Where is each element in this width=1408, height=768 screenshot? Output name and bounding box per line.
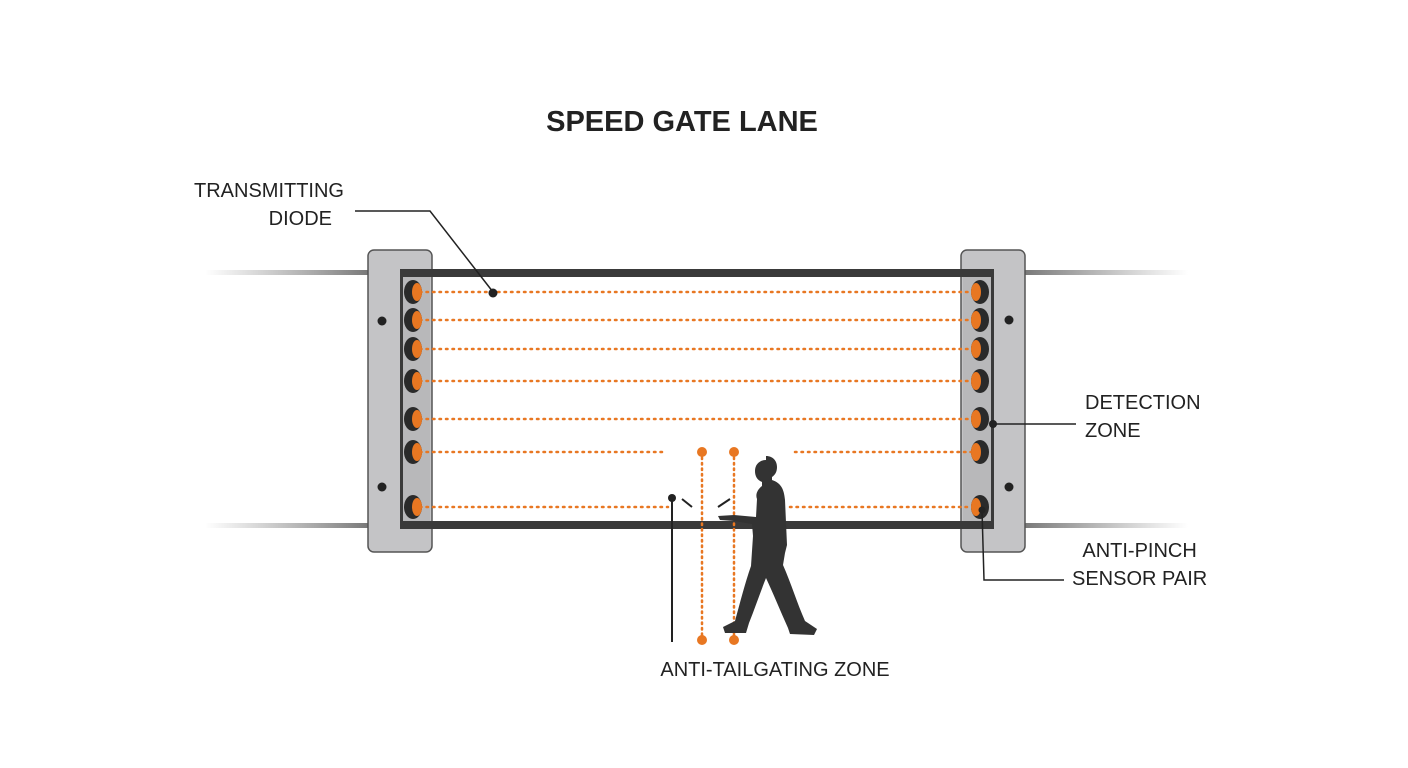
diode-lens: [412, 498, 422, 516]
screw: [1004, 482, 1014, 492]
diode-lens: [412, 340, 422, 358]
diode-lens: [971, 443, 981, 461]
diode-lens: [971, 283, 981, 301]
sensor-diodes: [404, 280, 989, 519]
outer-rail-right-top: [1023, 270, 1188, 275]
label-line: ZONE: [1085, 420, 1141, 442]
diode-lens: [971, 498, 981, 516]
diode-lens: [412, 372, 422, 390]
diagram-title: SPEED GATE LANE: [546, 106, 818, 138]
infrared-beams: [418, 290, 974, 509]
top-rail: [400, 269, 994, 277]
diode-lens: [412, 311, 422, 329]
diode-lens: [412, 443, 422, 461]
screw: [377, 316, 387, 326]
diode-lens: [971, 372, 981, 390]
anti-pinch-label: ANTI-PINCH SENSOR PAIR: [1072, 537, 1207, 593]
anti-tailgating-label: ANTI-TAILGATING ZONE: [660, 659, 890, 681]
beam-endpoint: [697, 635, 707, 645]
outer-rail-right-bottom: [1023, 523, 1188, 528]
label-line: SENSOR PAIR: [1072, 568, 1208, 590]
diode-lens: [971, 340, 981, 358]
beam-endpoint: [697, 447, 707, 457]
beam-endpoint: [729, 635, 739, 645]
screw: [377, 482, 387, 492]
beam-endpoint: [729, 447, 739, 457]
diode-lens: [971, 410, 981, 428]
outer-rail-left-bottom: [205, 523, 370, 528]
transmitting-diode-label: TRANSMITTING DIODE: [180, 177, 344, 233]
outer-rail-left-top: [205, 270, 370, 275]
detection-zone-label: DETECTION ZONE: [1085, 389, 1201, 445]
label-line: DETECTION: [1085, 392, 1201, 414]
bottom-rail: [400, 521, 994, 529]
label-line: TRANSMITTING: [194, 180, 344, 202]
label-line: DIODE: [268, 208, 332, 230]
anti-pinch-leader: [981, 509, 1064, 581]
diode-lens: [971, 311, 981, 329]
transmitting-diode-leader: [355, 210, 494, 293]
label-line: ANTI-PINCH: [1082, 540, 1197, 562]
walking-person-icon: [718, 456, 817, 635]
screw: [1004, 315, 1014, 325]
diode-lens: [412, 283, 422, 301]
anti-tailgating-beams: [700, 450, 736, 642]
diode-lens: [412, 410, 422, 428]
